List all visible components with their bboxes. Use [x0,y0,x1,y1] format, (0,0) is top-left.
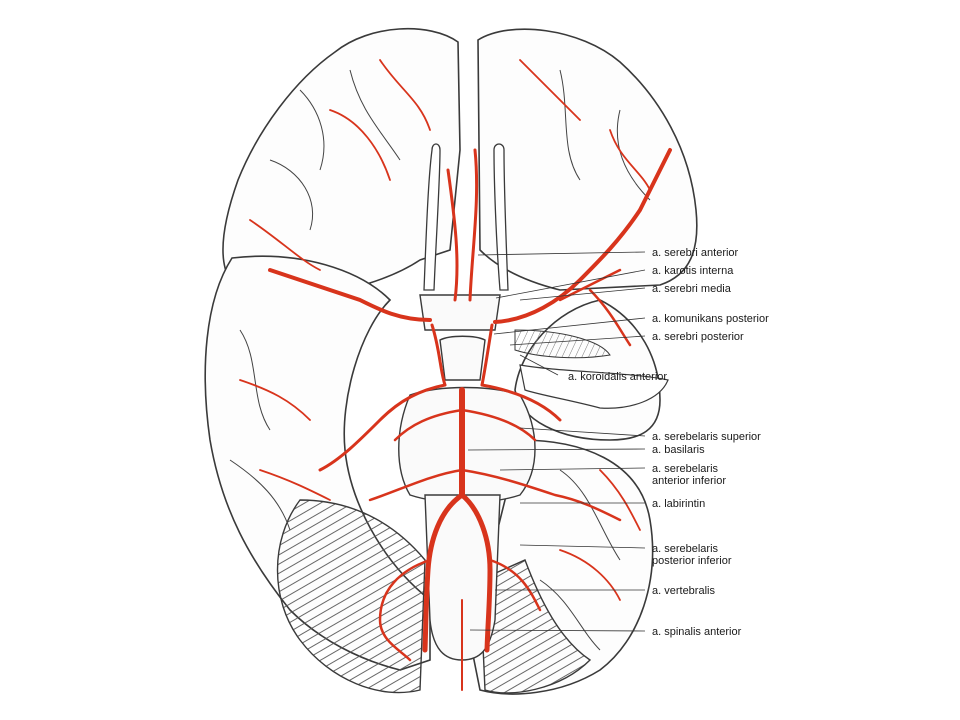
artery-serebri-media-right [493,148,672,324]
label-karotis-interna: a. karotis interna [652,265,734,277]
brainstem [398,294,536,661]
artery-komunikans-posterior [430,323,494,387]
olfactory-tract-right [493,143,509,291]
artery-serebelaris-superior [393,408,537,442]
temporal-cut-surface [514,329,611,359]
artery-serebelaris-posterior-inferior [378,558,542,662]
label-komunikans-posterior: a. komunikans posterior [652,313,769,325]
cerebellum [276,499,592,694]
mammillary-area [439,335,486,381]
artery-media-branches-right [558,268,632,347]
pons [398,386,536,504]
gyri-lines [229,69,651,651]
label-vertebralis: a. vertebralis [652,585,715,597]
label-serebelaris-posterior-inferior: a. serebelaris posterior inferior [652,543,732,567]
temporal-lobe-edge [519,364,669,409]
arteries [239,59,672,691]
artery-vertebralis [422,492,493,653]
artery-cortical-branches [239,59,651,601]
label-labirintin: a. labirintin [652,498,706,510]
artery-serebri-anterior [446,148,479,302]
artery-serebri-posterior [318,383,562,472]
label-serebri-posterior: a. serebri posterior [652,331,744,343]
olfactory-tracts [423,143,509,291]
label-serebri-media: a. serebri media [652,283,731,295]
label-koroidalis-anterior: a. koroidalis anterior [568,371,668,383]
label-serebri-anterior: a. serebri anterior [652,247,739,259]
artery-serebelaris-anterior-inferior [368,468,622,522]
label-basilaris: a. basilaris [652,444,705,456]
leader-lines [467,251,646,632]
olfactory-tract-left [423,143,441,291]
artery-serebri-media-left [268,268,432,322]
label-spinalis-anterior: a. spinalis anterior [652,626,742,638]
right-frontal-lobe [477,28,698,291]
cerebellum-right [479,559,592,694]
label-serebelaris-anterior-inferior: a. serebelaris anterior inferior [652,463,726,487]
cerebellum-left [276,499,426,694]
label-serebelaris-superior: a. serebelaris superior [652,431,761,443]
